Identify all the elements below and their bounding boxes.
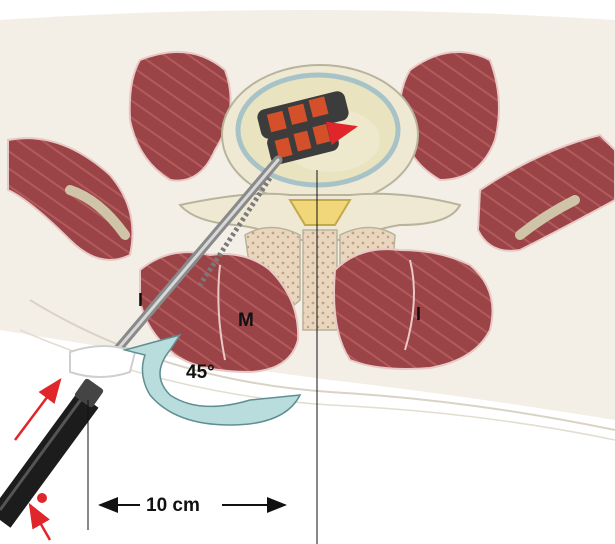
label-muscle-right: I: [416, 304, 421, 324]
label-muscle-left: I: [138, 290, 143, 310]
label-angle: 45°: [186, 362, 215, 383]
label-muscle-center: M: [238, 310, 254, 331]
label-distance: 10 cm: [146, 495, 200, 516]
